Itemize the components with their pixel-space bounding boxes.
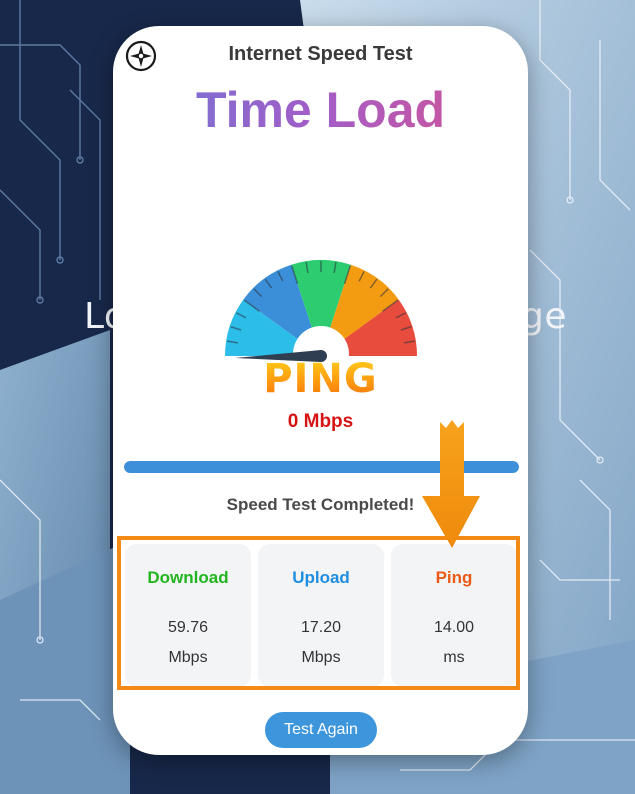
results-highlight-box	[117, 536, 520, 690]
gauge-tick	[305, 262, 309, 274]
compass-icon[interactable]	[125, 40, 157, 72]
gauge-tick	[277, 271, 284, 282]
gauge-tick	[379, 288, 389, 298]
gauge-needle	[235, 350, 327, 362]
progress-bar	[124, 461, 519, 473]
gauge-label: PING	[113, 356, 528, 402]
current-speed: 0 Mbps	[287, 411, 354, 432]
gauge-segment	[321, 264, 399, 356]
ping-unit: ms	[443, 649, 465, 666]
gauge-segment	[291, 260, 351, 356]
ping-value: 14.00	[433, 619, 475, 636]
download-value: 59.76	[167, 619, 209, 636]
download-unit: Mbps	[168, 649, 208, 666]
gauge-segment	[243, 264, 321, 356]
down-arrow-icon	[422, 420, 480, 548]
progress-fill	[124, 461, 519, 473]
download-result: Download 59.76 Mbps	[125, 544, 251, 687]
gauge-tick	[243, 299, 260, 312]
gauge-tick	[253, 288, 263, 298]
upload-unit: Mbps	[301, 649, 341, 666]
background-text-right: ge	[521, 296, 567, 337]
app-card: Internet Speed Test Time Load PING 0 Mbp…	[113, 26, 528, 755]
speed-gauge	[225, 260, 417, 364]
gauge-tick	[382, 299, 399, 312]
gauge-tick	[333, 262, 337, 274]
gauge-tick	[227, 340, 239, 344]
ping-label: Ping	[435, 568, 473, 587]
status-message: Speed Test Completed!	[226, 495, 415, 514]
upload-label: Upload	[292, 568, 350, 587]
gauge-tick	[230, 325, 242, 331]
gauge-tick	[400, 325, 412, 331]
gauge-tick	[236, 312, 247, 319]
app-title: Internet Speed Test	[228, 43, 413, 65]
gauge-tick	[264, 278, 273, 289]
gauge-tick	[403, 340, 415, 344]
brand-title: Time Load	[113, 80, 528, 140]
download-label: Download	[147, 568, 229, 587]
gauge-tick	[343, 265, 352, 284]
upload-result: Upload 17.20 Mbps	[258, 544, 384, 687]
gauge-tick	[369, 278, 378, 289]
upload-value: 17.20	[300, 619, 342, 636]
gauge-tick	[290, 265, 299, 284]
ping-result: Ping 14.00 ms	[391, 544, 517, 687]
gauge-tick	[395, 312, 406, 319]
results-panel: Download 59.76 Mbps Upload 17.20 Mbps Pi…	[121, 538, 521, 691]
test-again-button[interactable]: Test Again	[265, 712, 377, 748]
gauge-tick	[358, 271, 365, 282]
